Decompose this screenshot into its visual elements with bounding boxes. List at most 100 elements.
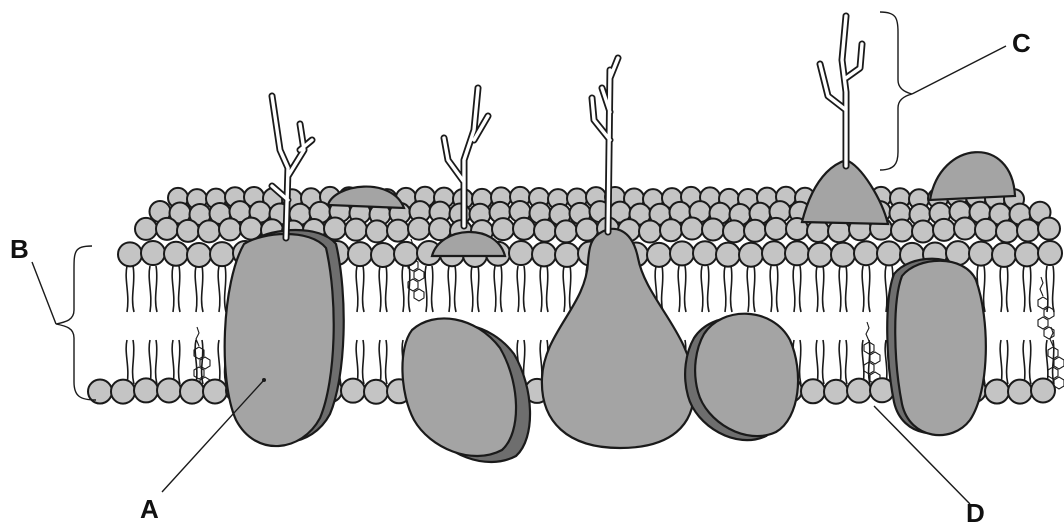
lipid-tail [1000, 340, 1002, 384]
phospholipid-head [492, 218, 514, 240]
phospholipid-head [723, 220, 745, 242]
phospholipid-head [831, 243, 855, 267]
label-b: B [10, 234, 29, 264]
phospholipid-head [1008, 380, 1032, 404]
label-a: A [140, 494, 159, 524]
lipid-tail [862, 266, 864, 312]
phospholipid-head [156, 218, 178, 240]
lipid-tail [754, 266, 755, 312]
lipid-tail [678, 266, 680, 312]
phospholipid-head [744, 220, 766, 242]
lipid-tail [402, 266, 404, 312]
lipid-tail [731, 266, 732, 312]
lipid-tail [984, 266, 985, 312]
phospholipid-head [371, 243, 395, 267]
phospholipid-head [1038, 218, 1060, 240]
lipid-tail [172, 340, 174, 384]
lipid-tail [517, 266, 519, 312]
lipid-tail [1007, 340, 1008, 384]
phospholipid-head [996, 220, 1018, 242]
lipid-tail [455, 266, 456, 312]
lipid-tail [156, 340, 157, 384]
lipid-tail [770, 266, 772, 312]
lipid-tail [524, 266, 525, 312]
phospholipid-head [1031, 378, 1055, 402]
phospholipid-head [219, 218, 241, 240]
lipid-tail [379, 340, 381, 384]
lipid-tail [133, 340, 134, 384]
phospholipid-head [366, 220, 388, 242]
lipid-tail [1007, 266, 1008, 312]
label-d: D [966, 498, 985, 527]
lipid-tail [846, 266, 847, 312]
lipid-tail [379, 266, 381, 312]
label-c: C [1012, 28, 1031, 58]
lipid-tail [839, 266, 841, 312]
phospholipid-head [891, 219, 913, 241]
phospholipid-head [716, 243, 740, 267]
lipid-tail [494, 266, 496, 312]
phospholipid-head [912, 220, 934, 242]
lipid-tail [1030, 340, 1031, 384]
glycoprotein-c-anchor [802, 160, 888, 224]
phospholipid-head [509, 241, 533, 265]
lipid-tail [547, 266, 548, 312]
lipid-tail [195, 266, 197, 312]
lipid-tail [708, 266, 709, 312]
cholesterol-molecule [864, 322, 880, 384]
phospholipid-head [1015, 242, 1039, 266]
lipid-tail [202, 266, 203, 312]
lipid-tail [133, 266, 134, 312]
lipid-tail [823, 340, 824, 384]
phospholipid-head [1038, 241, 1062, 265]
brace-c [880, 12, 912, 170]
lipid-tail [432, 266, 433, 312]
leader-c [912, 46, 1006, 94]
lipid-tail [885, 266, 887, 312]
phospholipid-head [134, 378, 158, 402]
phospholipid-head [765, 218, 787, 240]
phospholipid-head [555, 243, 579, 267]
lipid-tail [839, 340, 841, 384]
lipid-tail [1023, 340, 1025, 384]
phospholipid-head [824, 380, 848, 404]
lipid-tail [816, 266, 818, 312]
lipid-tail [1023, 266, 1025, 312]
lipid-tail [478, 266, 479, 312]
lipid-tail [1030, 266, 1031, 312]
phospholipid-head [877, 241, 901, 265]
lipid-tail [701, 266, 703, 312]
lipid-tail [800, 266, 801, 312]
phospholipid-head [534, 220, 556, 242]
phospholipid-head [975, 219, 997, 241]
peripheral-protein-right [930, 152, 1015, 200]
phospholipid-head [198, 220, 220, 242]
phospholipid-head [969, 242, 993, 266]
phospholipid-head [739, 243, 763, 267]
lipid-tail [448, 266, 450, 312]
lipid-tail [747, 266, 749, 312]
phospholipid-head [681, 218, 703, 240]
lipid-tail [218, 266, 220, 312]
phospholipid-head [555, 220, 577, 242]
phospholipid-head [135, 218, 157, 240]
lipid-tail [471, 266, 473, 312]
brace-b [56, 246, 96, 400]
phospholipid-head [164, 242, 188, 266]
phospholipid-head [801, 379, 825, 403]
phospholipid-head [985, 379, 1009, 403]
phospholipid-head [808, 243, 832, 267]
leader-a-dot [262, 378, 266, 382]
lipid-tail [1046, 340, 1048, 384]
lipid-tail [179, 340, 180, 384]
lipid-tail [823, 266, 824, 312]
cholesterol-molecule [1048, 327, 1064, 389]
lipid-tail [793, 266, 795, 312]
phospholipid-head [847, 379, 871, 403]
lipid-tail [126, 340, 128, 384]
lipid-tail [363, 266, 364, 312]
phospholipid-head [670, 241, 694, 265]
phospholipid-head [180, 380, 204, 404]
